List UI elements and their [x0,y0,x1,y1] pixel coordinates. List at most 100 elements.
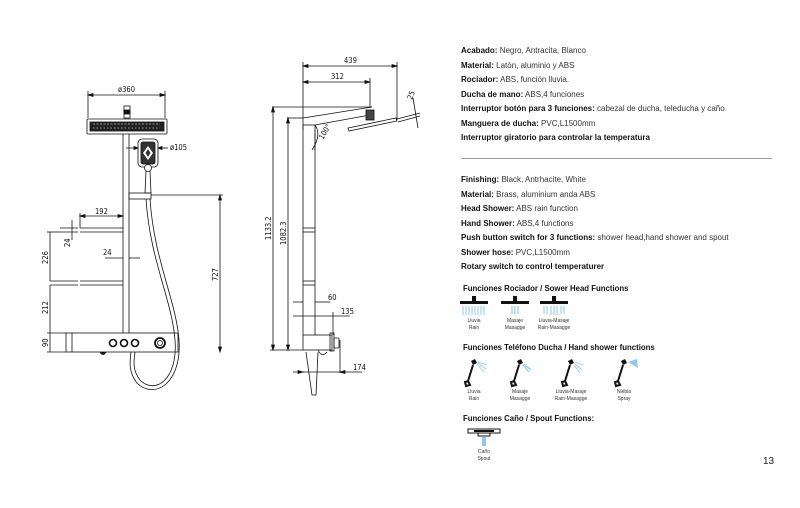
function-label-en: Rain [468,324,480,331]
function-label-es: Lluvia-Masaje [555,389,587,395]
spec-label: Rotary switch to control temperaturer [461,262,605,271]
spec-line: Finishing: Black, Antrhacite, White [461,173,791,188]
spec-label: Head Shower: [461,204,515,213]
function-label-es: Caño [478,449,490,455]
function-label-es: Lluvia [467,389,481,395]
spec-label: Acabado: [461,46,498,55]
spec-label: Finishing: [461,175,500,184]
spec-value: PVC,L1500mm [541,118,596,128]
dim-arm-height: 1082.3 [279,221,288,245]
hand-function-item: Masaje Masagge [496,357,544,402]
spec-value: Latón, aluminio y ABS [496,60,575,70]
spec-value: Black, Antrhacite, White [501,175,586,184]
head-function-item: Lluvia Rain [450,296,498,331]
spec-label: Push button switch for 3 functions: [461,233,596,242]
function-label-es: Lluvia-Masaje [538,318,570,324]
spec-label: Interruptor giratorio para controlar la … [461,133,650,142]
spec-value: shower head,hand shower and spout [597,233,729,242]
dim-total-depth: 174 [353,363,366,372]
spec-line: Material: Latón, aluminio y ABS [461,59,791,74]
spec-line: Material: Brass, aluminium anda ABS [461,188,791,203]
hand-function-item: Niebla Spray [600,357,648,402]
spec-value: Negro, Antracita, Blanco [499,46,586,55]
hand-rain-icon [463,359,488,388]
head-functions-title: Funciones Rociador / Sower Head Function… [463,284,629,293]
function-label-es: Lluvia [467,318,481,324]
side-view [270,62,421,396]
function-label-en: Masagge [504,324,526,331]
hand-massage-icon [509,359,532,388]
page-number: 13 [763,456,775,467]
dim-pipe-depth: 60 [328,293,337,302]
spec-line: Manguera de ducha: PVC,L1500mm [461,117,791,132]
function-label-es: Masaje [511,389,529,395]
spec-label: Ducha de mano: [461,89,524,99]
hand-function-item: Lluvia Rain [450,357,498,402]
dim-shelf-thickness: 24 [63,238,72,247]
spec-line: Interruptor giratorio para controlar la … [461,131,791,146]
dim-total-reach: 439 [344,56,357,65]
hand-rain-massage-icon [560,359,584,388]
dim-shelf-depth: 192 [95,207,108,216]
spec-label: Interruptor botón para 3 funciones: [461,104,595,113]
specs-spanish: Acabado: Negro, Antracita, Blanco Materi… [461,44,791,146]
spec-label: Manguera de ducha: [461,118,539,128]
dim-head-diameter: ø360 [118,85,135,94]
spec-line: Head Shower: ABS rain function [461,202,791,217]
spec-label: Material: [461,189,494,199]
dim-total-height: 1133.2 [264,216,273,240]
specs-english: Finishing: Black, Antrhacite, White Mate… [461,173,791,275]
dim-arm-reach: 312 [331,72,344,81]
spout-icon [467,428,501,446]
head-function-item: Lluvia-Masaje Rain-Masagge [530,296,578,331]
spec-line: Acabado: Negro, Antracita, Blanco [461,44,791,59]
spec-label: Shower hose: [461,247,514,257]
dim-lower-height: 212 [41,301,50,314]
function-label-en: Spray [617,395,631,402]
spout-functions-title: Funciones Caño / Spout Functions: [463,414,595,423]
spec-label: Hand Shower: [461,218,515,228]
function-label-es: Masaje [506,318,524,324]
function-label-en: Rain-Masagge [554,395,588,402]
spec-line: Rociador: ABS, función lluvia. [461,73,791,88]
dim-pipe-width: 24 [103,248,112,257]
section-divider [461,158,772,159]
spec-value: ABS, función lluvia. [500,75,570,84]
dim-shelf-spacing: 226 [41,251,50,264]
spec-value: ABS,4 funciones [525,89,585,99]
spec-label: Rociador: [461,75,499,84]
head-function-item: Masaje Masagge [491,296,539,331]
spec-line: Shower hose: PVC,L1500mm [461,246,791,261]
spec-value: ABS rain function [516,204,578,213]
spout-function-item: Caño Spout [460,427,508,462]
front-view [47,91,223,391]
dim-head-thickness: 25 [405,90,416,101]
function-label-en: Masagge [509,395,531,402]
function-label-en: Rain-Masagge [537,324,571,331]
spec-value: Brass, aluminium anda ABS [496,189,596,199]
function-label-es: Niebla [616,389,632,395]
hand-functions-title: Funciones Teléfono Ducha / Hand shower f… [463,343,655,352]
spec-value: ABS,4 functions [516,218,574,228]
spec-line: Push button switch for 3 functions: show… [461,231,791,246]
dim-angle: 100° [317,122,333,141]
rain-head-icon [460,296,488,315]
technical-drawing: ø360 ø105 192 24 24 226 212 90 727 439 3… [41,56,421,396]
dim-hand-shower-diameter: ø105 [170,143,187,152]
spec-line: Ducha de mano: ABS,4 funciones [461,88,791,103]
spec-line: Hand Shower: ABS,4 functions [461,217,791,232]
function-label-en: Rain [468,395,480,402]
spec-value: PVC,L1500mm [515,247,570,257]
hand-function-item: Lluvia-Masaje Rain-Masagge [547,357,595,402]
spec-line: Rotary switch to control temperaturer [461,260,791,275]
dim-hose-holder-height: 727 [211,268,220,281]
spec-label: Material: [461,60,494,70]
dim-control-depth: 135 [341,307,354,316]
rain-massage-head-icon [540,296,568,315]
spec-value: cabezal de ducha, teleducha y caño [597,104,725,113]
spec-line: Interruptor botón para 3 funciones: cabe… [461,102,791,117]
hand-spray-icon [613,359,638,388]
dim-control-height: 90 [41,338,50,347]
function-label-en: Spout [477,455,491,462]
massage-head-icon [501,296,529,314]
